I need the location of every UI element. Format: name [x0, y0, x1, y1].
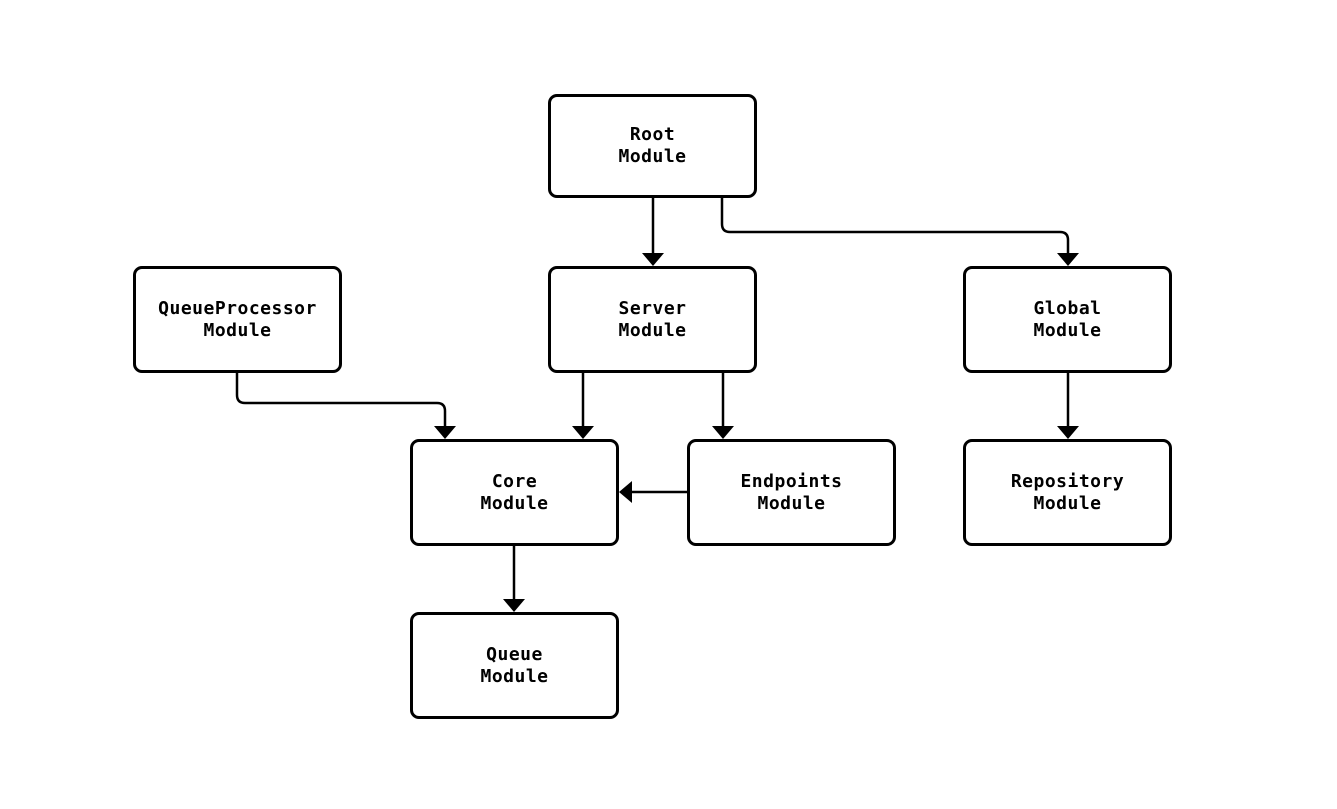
- node-label-line: Module: [618, 146, 687, 167]
- node-label-line: Module: [1033, 319, 1102, 341]
- arrowhead-icon: [572, 426, 594, 439]
- node-label-line: Endpoints: [740, 470, 843, 492]
- node-label-line: Module: [480, 665, 549, 687]
- node-label-line: Module: [757, 492, 826, 514]
- arrowhead-icon: [642, 253, 664, 266]
- arrowhead-icon: [712, 426, 734, 439]
- node-label-line: Module: [203, 319, 272, 341]
- edge-queueprocessor-core: [235, 373, 447, 426]
- node-label-line: Repository: [1010, 470, 1125, 492]
- arrowhead-icon: [1057, 253, 1079, 266]
- node-label-line: Module: [480, 492, 549, 514]
- node-label-line: Queue: [486, 643, 543, 665]
- node-label-line: Module: [1033, 492, 1102, 514]
- node-label-line: Root: [629, 124, 676, 145]
- node-label-line: Global: [1033, 297, 1102, 319]
- arrowhead-icon: [503, 599, 525, 612]
- arrowhead-icon: [619, 481, 632, 503]
- arrowhead-icon: [434, 426, 456, 439]
- arrowhead-icon: [1057, 426, 1079, 439]
- node-label-line: Core: [491, 470, 538, 492]
- edge-root-global: [720, 198, 1070, 253]
- node-label-line: Module: [618, 319, 687, 341]
- node-label-line: Server: [618, 297, 687, 319]
- node-label-line: QueueProcessor: [158, 297, 317, 319]
